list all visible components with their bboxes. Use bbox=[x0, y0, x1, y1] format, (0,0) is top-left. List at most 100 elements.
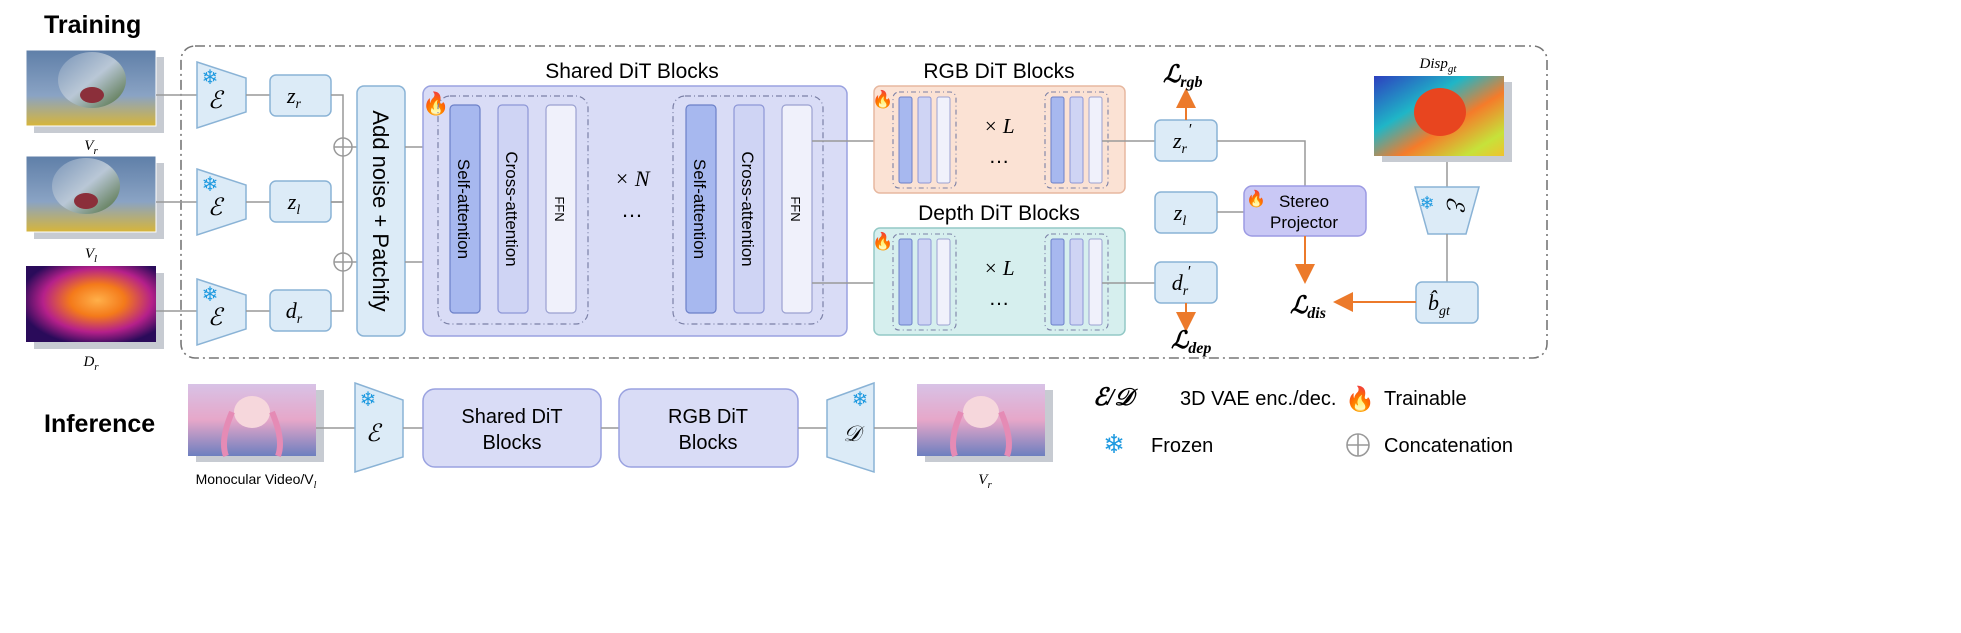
snowflake-icon: ❄ bbox=[1103, 429, 1125, 459]
disp-label: Disp bbox=[1419, 56, 1449, 72]
svg-text:dr: dr bbox=[1172, 270, 1189, 299]
loss-dep: ℒdep bbox=[1171, 328, 1211, 357]
inference-rgb-line2: Blocks bbox=[679, 432, 738, 454]
self-attention-block bbox=[449, 104, 481, 314]
cross-attention-block-2 bbox=[733, 104, 765, 314]
inference-shared-block: Shared DiT Blocks bbox=[422, 388, 602, 468]
prime-mark: ′ bbox=[1188, 263, 1191, 280]
snowflake-icon: ❄ bbox=[852, 389, 869, 411]
latent-zl: zl bbox=[269, 180, 332, 223]
ffn-label: FFN bbox=[552, 196, 567, 221]
prime-mark: ′ bbox=[1189, 121, 1192, 138]
disparity-gt: Dispgt bbox=[1374, 56, 1512, 162]
stereo-line1: Stereo bbox=[1279, 192, 1329, 211]
b-gt-label: b̂ bbox=[1428, 290, 1439, 315]
encoder-vr: ℰ ❄ bbox=[196, 60, 247, 130]
encoder-disp: ℰ ❄ bbox=[1414, 186, 1480, 235]
disp-encoder-symbol: ℰ bbox=[1441, 196, 1467, 213]
snowflake-icon: ❄ bbox=[202, 284, 219, 306]
fire-icon: 🔥 bbox=[872, 89, 893, 109]
vl-sub: l bbox=[94, 253, 97, 265]
legend-vae-text: 3D VAE enc./dec. bbox=[1180, 388, 1336, 410]
svg-text:zl: zl bbox=[1173, 200, 1187, 229]
inference-decoder: 𝒟 ❄ bbox=[826, 381, 875, 474]
svg-text:Monocular Video/Vl: Monocular Video/Vl bbox=[196, 471, 317, 491]
latent-dr: dr bbox=[269, 289, 332, 332]
output-zr-prime: zr ′ bbox=[1154, 119, 1218, 162]
fire-icon: 🔥 bbox=[422, 91, 449, 116]
zr-prime-sub: r bbox=[1182, 142, 1188, 157]
training-title: Training bbox=[44, 11, 141, 39]
svg-text:Vr: Vr bbox=[84, 138, 98, 157]
b-gt: b̂gt bbox=[1415, 281, 1479, 324]
concat-legend-icon bbox=[1346, 433, 1370, 457]
cross-attention-label: Cross-attention bbox=[502, 151, 521, 266]
inference-rgb-line1: RGB DiT bbox=[668, 406, 748, 428]
inference-shared-line1: Shared DiT bbox=[461, 406, 562, 428]
latent-zr: zr bbox=[269, 74, 332, 117]
svg-text:Vr: Vr bbox=[978, 472, 992, 491]
rgb-repeat: × L bbox=[983, 114, 1014, 138]
inference-output-sub: r bbox=[987, 479, 992, 491]
inference-input-caption: Monocular Video/V bbox=[196, 471, 315, 487]
b-gt-sub: gt bbox=[1439, 304, 1451, 319]
ffn-label-2: FFN bbox=[788, 196, 803, 221]
inference-shared-line2: Blocks bbox=[483, 432, 542, 454]
cross-attention-label-2: Cross-attention bbox=[738, 151, 757, 266]
rgb-dit-blocks: RGB DiT Blocks 🔥 × L … bbox=[872, 60, 1126, 194]
dr-prime-label: d bbox=[1172, 270, 1184, 295]
inference-encoder-symbol: ℰ bbox=[366, 421, 383, 447]
inference-decoder-symbol: 𝒟 bbox=[843, 421, 865, 446]
inference-encoder: ℰ ❄ bbox=[354, 381, 404, 474]
patchify-block: Add noise + Patchify bbox=[356, 85, 406, 337]
dr-sub: r bbox=[94, 361, 99, 373]
self-attention-block-2 bbox=[685, 104, 717, 314]
svg-text:zr: zr bbox=[1172, 128, 1188, 157]
ffn-block-2 bbox=[781, 104, 813, 314]
zr-sub: r bbox=[296, 97, 302, 112]
snowflake-icon: ❄ bbox=[360, 389, 377, 411]
inference-title: Inference bbox=[44, 410, 155, 438]
rgb-dots: … bbox=[989, 145, 1010, 168]
encoder-vl: ℰ ❄ bbox=[196, 167, 247, 237]
svg-text:zl: zl bbox=[287, 189, 301, 218]
encoder-symbol: ℰ bbox=[208, 195, 225, 221]
depth-title: Depth DiT Blocks bbox=[918, 202, 1080, 225]
inference-rgb-block: RGB DiT Blocks bbox=[618, 388, 799, 468]
depth-dit-blocks: Depth DiT Blocks 🔥 × L … bbox=[872, 202, 1126, 336]
dr-latent-label: d bbox=[286, 298, 298, 323]
encoder-dr: ℰ ❄ bbox=[196, 277, 247, 347]
stereo-projector: 🔥 Stereo Projector bbox=[1243, 185, 1367, 237]
inference-output-caption: V bbox=[978, 472, 989, 488]
output-dr-prime: dr ′ bbox=[1154, 261, 1218, 304]
fire-icon: 🔥 bbox=[872, 231, 893, 251]
legend: ℰ/𝒟 3D VAE enc./dec. 🔥 Trainable ❄ Froze… bbox=[1093, 385, 1513, 459]
inference-output: Vr bbox=[917, 384, 1053, 491]
shared-dots: … bbox=[621, 197, 643, 222]
fire-icon: 🔥 bbox=[1345, 385, 1375, 413]
output-zl: zl bbox=[1154, 191, 1218, 234]
encoder-symbol: ℰ bbox=[208, 88, 225, 114]
zl-out-sub: l bbox=[1182, 214, 1186, 229]
depth-dots: … bbox=[989, 287, 1010, 310]
svg-text:Dispgt: Dispgt bbox=[1419, 56, 1458, 75]
depth-repeat: × L bbox=[983, 256, 1014, 280]
svg-text:zr: zr bbox=[286, 83, 302, 112]
zr-prime-label: z bbox=[1172, 128, 1182, 153]
ffn-block bbox=[545, 104, 577, 314]
input-vl: Vl bbox=[25, 155, 164, 265]
disp-sub: gt bbox=[1448, 63, 1458, 75]
self-attention-label-2: Self-attention bbox=[690, 159, 709, 259]
shared-title: Shared DiT Blocks bbox=[545, 60, 719, 83]
legend-trainable: Trainable bbox=[1384, 388, 1467, 410]
input-vr: Vr bbox=[25, 49, 164, 157]
shared-repeat: × N bbox=[614, 166, 650, 191]
svg-text:Vl: Vl bbox=[85, 246, 97, 265]
svg-text:Dr: Dr bbox=[82, 354, 99, 373]
loss-dis: ℒdis bbox=[1290, 293, 1326, 322]
dr-label: D bbox=[82, 354, 94, 370]
zl-sub: l bbox=[296, 203, 300, 218]
svg-text:b̂gt: b̂gt bbox=[1428, 290, 1451, 319]
